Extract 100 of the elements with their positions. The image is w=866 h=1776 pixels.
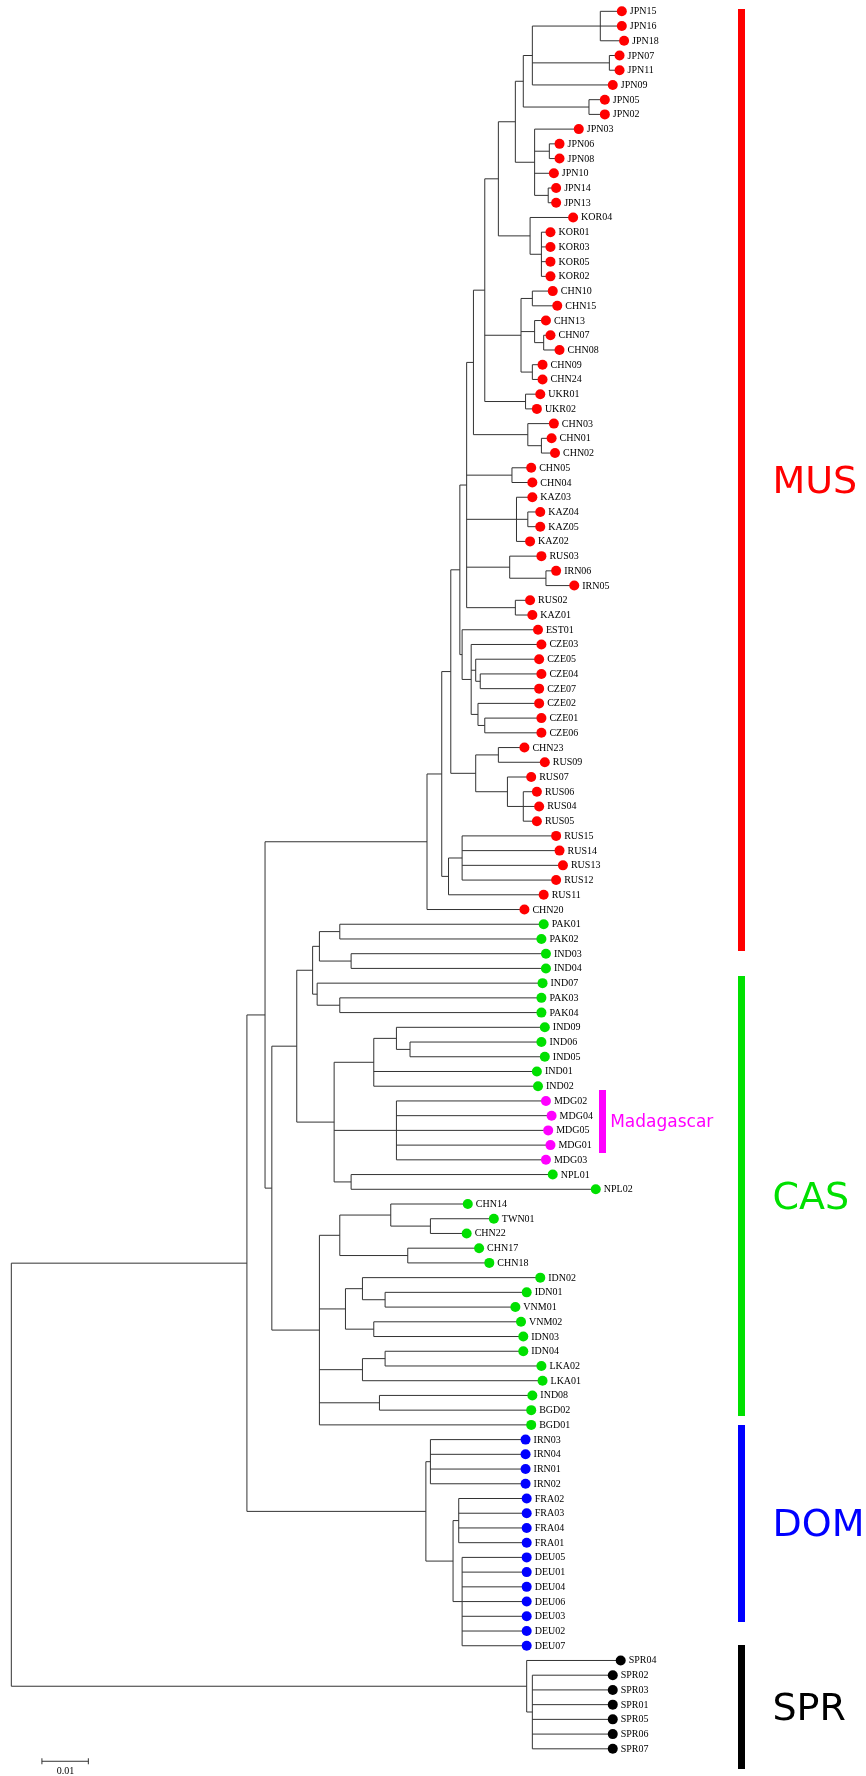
taxon-label: BGD02 — [539, 1404, 571, 1417]
taxon-label: KOR02 — [558, 270, 590, 283]
taxon-label: IND09 — [552, 1021, 581, 1034]
taxon-label: KOR04 — [581, 211, 613, 224]
taxon-label: SPR02 — [620, 1669, 649, 1682]
taxon-label: DEU03 — [534, 1610, 566, 1623]
taxon-label: IND06 — [549, 1036, 578, 1049]
taxon-label: RUS09 — [552, 756, 583, 769]
taxon-label: IDN04 — [531, 1345, 560, 1358]
taxon-label: MDG03 — [553, 1153, 588, 1166]
taxon-label: RUS15 — [564, 829, 594, 842]
taxon-label: CHN17 — [487, 1242, 519, 1255]
taxon-label: DEU04 — [534, 1580, 566, 1593]
taxon-label: IRN06 — [564, 564, 592, 577]
taxon-label: LKA02 — [549, 1359, 580, 1372]
taxon-label: JPN14 — [564, 182, 591, 194]
taxon-label: CHN23 — [532, 741, 564, 754]
taxon-label: JPN15 — [629, 5, 657, 18]
clade-label: CAS — [772, 1177, 850, 1216]
taxon-label: SPR01 — [620, 1698, 649, 1711]
scale-label: 0.01 — [56, 1765, 75, 1776]
taxon-label: IND04 — [553, 962, 582, 975]
taxon-label: IND03 — [553, 947, 582, 960]
taxon-label: JPN08 — [567, 152, 595, 165]
taxon-label: CHN03 — [561, 417, 593, 430]
taxon-label: SPR07 — [620, 1742, 649, 1755]
taxon-label: CZE03 — [549, 638, 579, 651]
taxon-label: CHN20 — [532, 903, 564, 916]
taxon-label: FRA04 — [534, 1521, 565, 1534]
taxon-label: RUS03 — [549, 550, 579, 563]
taxon-label: RUS02 — [538, 594, 568, 607]
taxon-label: PAK02 — [549, 932, 579, 945]
taxon-label: UKR02 — [544, 402, 576, 415]
taxon-label: RUS13 — [570, 859, 601, 872]
taxon-label: CHN24 — [550, 373, 582, 386]
taxon-label: DEU05 — [534, 1551, 566, 1564]
taxon-label: EST01 — [546, 623, 574, 636]
taxon-label: CZE04 — [549, 667, 579, 680]
taxon-label: FRA03 — [534, 1507, 565, 1520]
taxon-label: JPN05 — [612, 93, 640, 106]
taxon-label: CHN01 — [559, 432, 591, 445]
taxon-label: RUS11 — [551, 888, 581, 901]
taxon-label: RUS04 — [547, 800, 577, 813]
taxon-label: JPN06 — [567, 137, 595, 150]
taxon-label: KAZ03 — [540, 491, 571, 504]
taxon-label: RUS12 — [564, 874, 594, 887]
taxon-label: CHN18 — [497, 1256, 529, 1269]
taxon-label: CHN15 — [565, 299, 597, 312]
taxon-label: DEU06 — [534, 1595, 566, 1608]
taxon-label: RUS06 — [544, 785, 575, 798]
taxon-label: JPN16 — [629, 20, 657, 33]
taxon-label: RUS07 — [539, 771, 569, 783]
taxon-label: BGD01 — [539, 1418, 571, 1431]
taxon-label: NPL01 — [560, 1168, 590, 1181]
taxon-label: CHN04 — [540, 476, 572, 489]
taxon-label: TWN01 — [501, 1212, 535, 1225]
taxon-label: CZE01 — [549, 712, 579, 725]
taxon-label: IDN03 — [531, 1330, 560, 1343]
taxon-label: MDG02 — [553, 1094, 588, 1107]
taxon-label: UKR01 — [548, 388, 580, 401]
taxon-label: CHN08 — [567, 344, 599, 356]
taxon-label: CHN07 — [558, 329, 590, 342]
taxon-label: IND05 — [552, 1050, 581, 1063]
taxon-label: KAZ04 — [548, 505, 579, 518]
taxon-label: JPN11 — [627, 64, 654, 77]
taxon-label: CHN02 — [563, 447, 595, 460]
taxon-label: PAK04 — [549, 1006, 579, 1019]
taxon-label: FRA01 — [534, 1536, 565, 1549]
taxon-label: IND07 — [550, 977, 579, 990]
taxon-label: CHN14 — [475, 1198, 507, 1210]
taxon-label: JPN13 — [564, 196, 591, 209]
taxon-label: IND01 — [544, 1065, 573, 1078]
taxon-label: IRN02 — [533, 1477, 561, 1490]
taxon-label: JPN07 — [627, 49, 655, 62]
taxon-label: IRN05 — [582, 579, 610, 592]
taxon-label: IND08 — [540, 1389, 569, 1402]
taxon-label: FRA02 — [534, 1492, 565, 1505]
taxon-label: CHN22 — [474, 1227, 506, 1240]
taxon-label: CZE06 — [549, 726, 579, 739]
taxon-label: JPN03 — [586, 123, 614, 136]
taxon-label: PAK03 — [549, 991, 579, 1004]
taxon-label: IRN04 — [533, 1448, 561, 1461]
taxon-label: KOR01 — [558, 226, 590, 239]
taxon-label: IDN01 — [534, 1286, 563, 1299]
taxon-label: MDG05 — [556, 1124, 590, 1137]
taxon-label: CZE02 — [547, 697, 577, 710]
taxon-label: JPN09 — [620, 78, 648, 91]
taxon-label: JPN18 — [632, 34, 659, 47]
clade-label: MUS — [772, 461, 858, 500]
taxon-label: PAK01 — [551, 918, 581, 931]
taxon-label: KAZ01 — [540, 609, 571, 621]
taxon-label: MDG04 — [559, 1109, 593, 1122]
taxon-label: KOR05 — [558, 255, 590, 268]
taxon-label: VNM01 — [523, 1301, 557, 1314]
clade-label: DOM — [772, 1504, 865, 1543]
taxon-label: RUS05 — [544, 815, 575, 828]
taxon-label: SPR04 — [628, 1654, 657, 1667]
taxon-label: IDN02 — [548, 1271, 577, 1284]
taxon-label: KOR03 — [558, 240, 590, 253]
taxon-label: MDG01 — [558, 1139, 592, 1152]
